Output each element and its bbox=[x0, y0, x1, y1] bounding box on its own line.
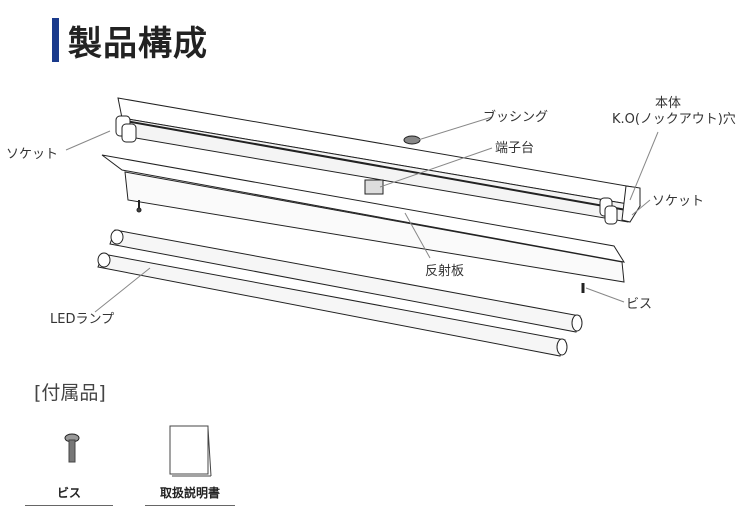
divider bbox=[25, 505, 113, 506]
socket-left-part bbox=[115, 115, 137, 143]
reflector-part bbox=[101, 154, 626, 283]
page-title: 製品構成 bbox=[68, 24, 208, 64]
label-ko-hole-1: 本体 bbox=[655, 96, 682, 111]
accessories-title: [付属品] bbox=[34, 382, 106, 404]
leader-lines bbox=[65, 116, 659, 313]
label-ko-hole-2: K.O(ノックアウト)穴 bbox=[612, 112, 736, 127]
accessory-label-screw: ビス bbox=[56, 486, 81, 500]
led-lamp-2 bbox=[97, 252, 568, 357]
label-terminal-block: 端子台 bbox=[495, 141, 535, 156]
terminal-block-part bbox=[364, 179, 384, 195]
socket-right-part bbox=[599, 197, 618, 225]
label-led-lamp: LEDランプ bbox=[50, 312, 115, 327]
label-bushing: ブッシング bbox=[483, 110, 549, 125]
accessory-label-manual: 取扱説明書 bbox=[159, 486, 220, 500]
label-reflector: 反射板 bbox=[425, 264, 465, 279]
screw-icon bbox=[64, 433, 80, 463]
screw-part-left bbox=[136, 200, 142, 213]
label-socket-left: ソケット bbox=[6, 147, 59, 162]
manual-icon bbox=[169, 425, 212, 477]
divider bbox=[145, 505, 235, 506]
title-accent-bar bbox=[52, 18, 59, 62]
label-screw: ビス bbox=[626, 297, 653, 312]
led-lamp-1 bbox=[109, 229, 583, 333]
bushing-part bbox=[403, 135, 421, 145]
label-socket-right: ソケット bbox=[652, 194, 705, 209]
